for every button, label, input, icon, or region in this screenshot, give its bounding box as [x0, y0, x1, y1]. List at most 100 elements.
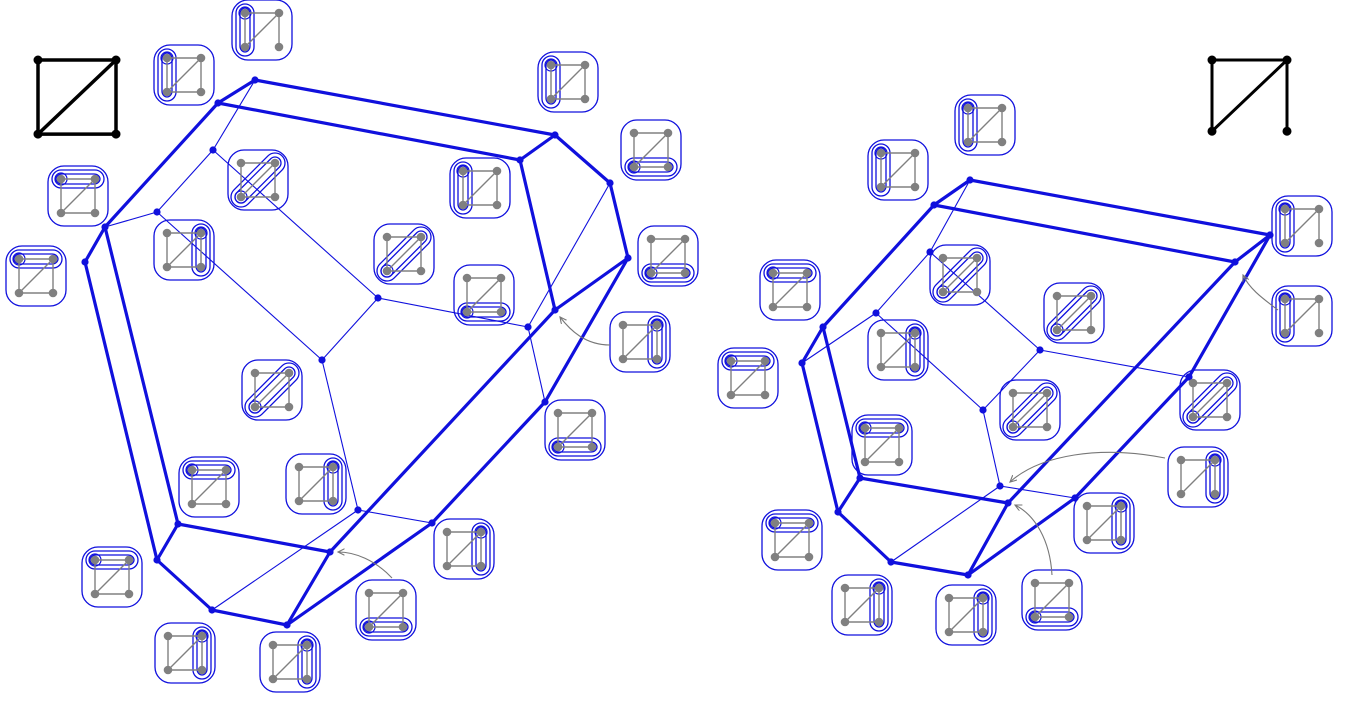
outer-edge [520, 160, 555, 310]
outer-edge [218, 80, 255, 103]
glyph-node [1281, 205, 1290, 214]
polytope-vertex [887, 558, 894, 565]
glyph-node [911, 363, 920, 372]
outer-edge [1235, 235, 1270, 262]
glyph-node [771, 519, 780, 528]
glyph-node [1087, 326, 1096, 335]
glyph-node [973, 288, 982, 297]
outer-edge [330, 310, 555, 552]
glyph-node [493, 167, 502, 176]
glyph-node [463, 308, 472, 317]
tubing-glyph [227, 149, 289, 211]
glyph-node [895, 458, 904, 467]
glyph-edge [387, 237, 421, 271]
glyph-node [630, 163, 639, 172]
glyph-node [493, 201, 502, 210]
glyph-node [222, 466, 231, 475]
outer-edge [432, 402, 545, 523]
glyph-node [1083, 502, 1092, 511]
ref-node [1283, 56, 1292, 65]
glyph-node [188, 500, 197, 509]
glyph-node [163, 263, 172, 272]
outer-edge [255, 80, 555, 135]
glyph-node [91, 556, 100, 565]
tubing-glyph [936, 585, 996, 645]
glyph-node [841, 584, 850, 593]
polytope-vertex [819, 323, 826, 330]
inner-edge [213, 150, 378, 298]
glyph-node [964, 138, 973, 147]
glyph-node [417, 233, 426, 242]
glyph-node [630, 129, 639, 138]
glyph-edge [1193, 383, 1227, 417]
polytope-vertex [153, 208, 160, 215]
glyph-node [477, 562, 486, 571]
glyph-node [1315, 239, 1324, 248]
right-polytope [798, 176, 1273, 578]
glyph-node [329, 497, 338, 506]
ref-node [112, 130, 121, 139]
tubing-glyph [832, 575, 892, 635]
polytope-vertex [996, 482, 1003, 489]
polytope-vertex [856, 474, 863, 481]
outer-edge [105, 103, 218, 227]
glyph-node [383, 267, 392, 276]
annotation-arrow [1243, 275, 1278, 310]
tubing-glyph [82, 547, 142, 607]
glyph-node [275, 9, 284, 18]
glyph-node [197, 88, 206, 97]
glyph-node [295, 463, 304, 472]
glyph-edge [943, 258, 977, 292]
glyph-node [383, 233, 392, 242]
glyph-node [459, 167, 468, 176]
square-with-diagonal-missing-bottom-graph-icon [1208, 56, 1292, 136]
tubing-glyph [154, 45, 214, 105]
polytope-vertex [541, 398, 548, 405]
tubing-glyph [538, 52, 598, 112]
glyph-node [803, 303, 812, 312]
glyph-node [1009, 389, 1018, 398]
glyph-node [861, 424, 870, 433]
glyph-node [57, 209, 66, 218]
annotation-arrow [1015, 505, 1052, 575]
glyph-node [1177, 456, 1186, 465]
glyph-node [1315, 205, 1324, 214]
tubing-glyph [1074, 493, 1134, 553]
glyph-node [805, 553, 814, 562]
glyph-node [998, 104, 1007, 113]
inner-edge [213, 80, 255, 150]
inner-edge [212, 510, 358, 610]
glyph-node [1009, 423, 1018, 432]
inner-edge [1000, 486, 1075, 498]
outer-edge [178, 524, 330, 552]
glyph-node [443, 562, 452, 571]
glyph-node [973, 254, 982, 263]
ref-node [1208, 56, 1217, 65]
glyph-edge [1013, 393, 1047, 427]
glyph-node [841, 618, 850, 627]
ref-node [112, 56, 121, 65]
glyph-node [399, 589, 408, 598]
glyph-node [275, 43, 284, 52]
glyph-node [1117, 536, 1126, 545]
glyph-node [939, 288, 948, 297]
polytope-vertex [153, 556, 160, 563]
tubing-glyph [373, 223, 435, 285]
tubing-glyph [621, 120, 681, 180]
glyph-node [163, 229, 172, 238]
inner-edge [930, 180, 970, 252]
tubing-glyph [1272, 286, 1332, 346]
glyph-node [303, 641, 312, 650]
polytope-vertex [551, 131, 558, 138]
glyph-edge [1057, 296, 1091, 330]
tubing-glyph [545, 400, 605, 460]
glyph-node [653, 355, 662, 364]
outer-edge [287, 552, 330, 625]
glyph-node [939, 254, 948, 263]
glyph-node [1065, 613, 1074, 622]
glyph-node [417, 267, 426, 276]
glyph-node [945, 594, 954, 603]
tubing-glyph [154, 220, 214, 280]
polytope-vertex [81, 258, 88, 265]
